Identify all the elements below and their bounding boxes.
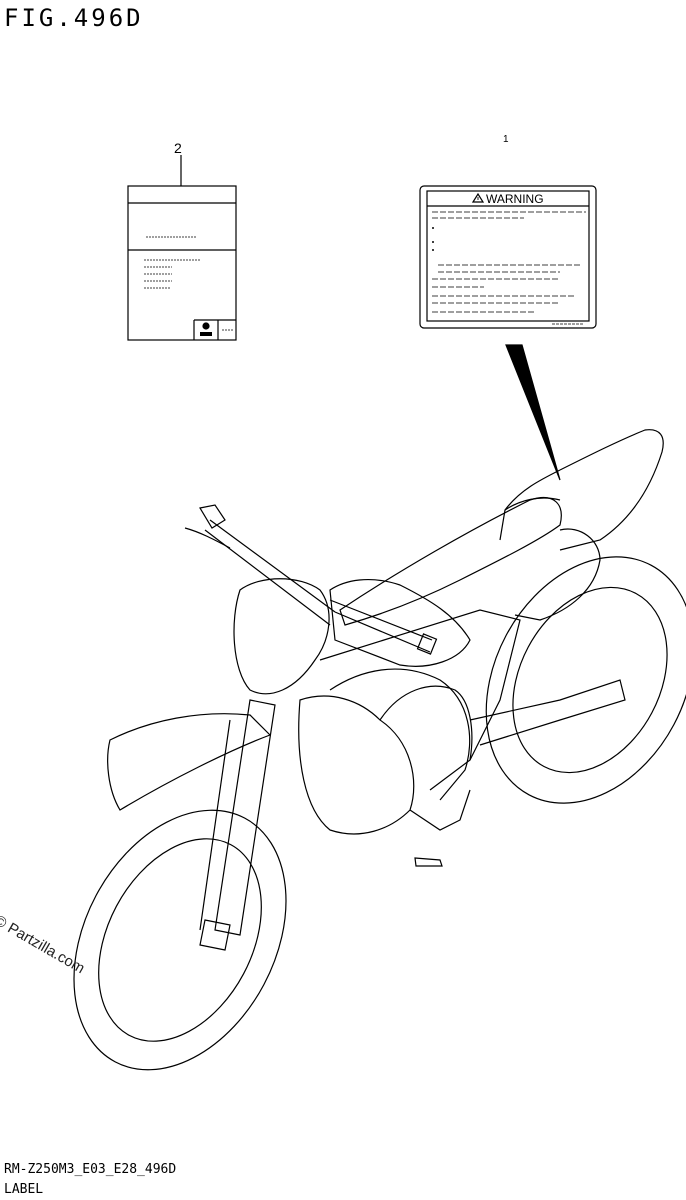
figure-name: LABEL [4, 1182, 44, 1197]
warning-label-part [419, 185, 597, 329]
callout-label-sheet: 2 [174, 140, 182, 156]
manufacturer-logo-icon [200, 322, 212, 336]
callout-warning-label: 1 [503, 134, 509, 145]
figure-code: RM-Z250M3_E03_E28_496D [4, 1162, 177, 1177]
figure-title: FIG.496D [4, 4, 144, 32]
pointer-arrow [505, 344, 561, 481]
motorcycle-outline [73, 429, 686, 1071]
warning-triangle-icon [471, 192, 485, 203]
warning-label-heading: WARNING [486, 192, 544, 206]
label-sheet-part [127, 155, 237, 341]
